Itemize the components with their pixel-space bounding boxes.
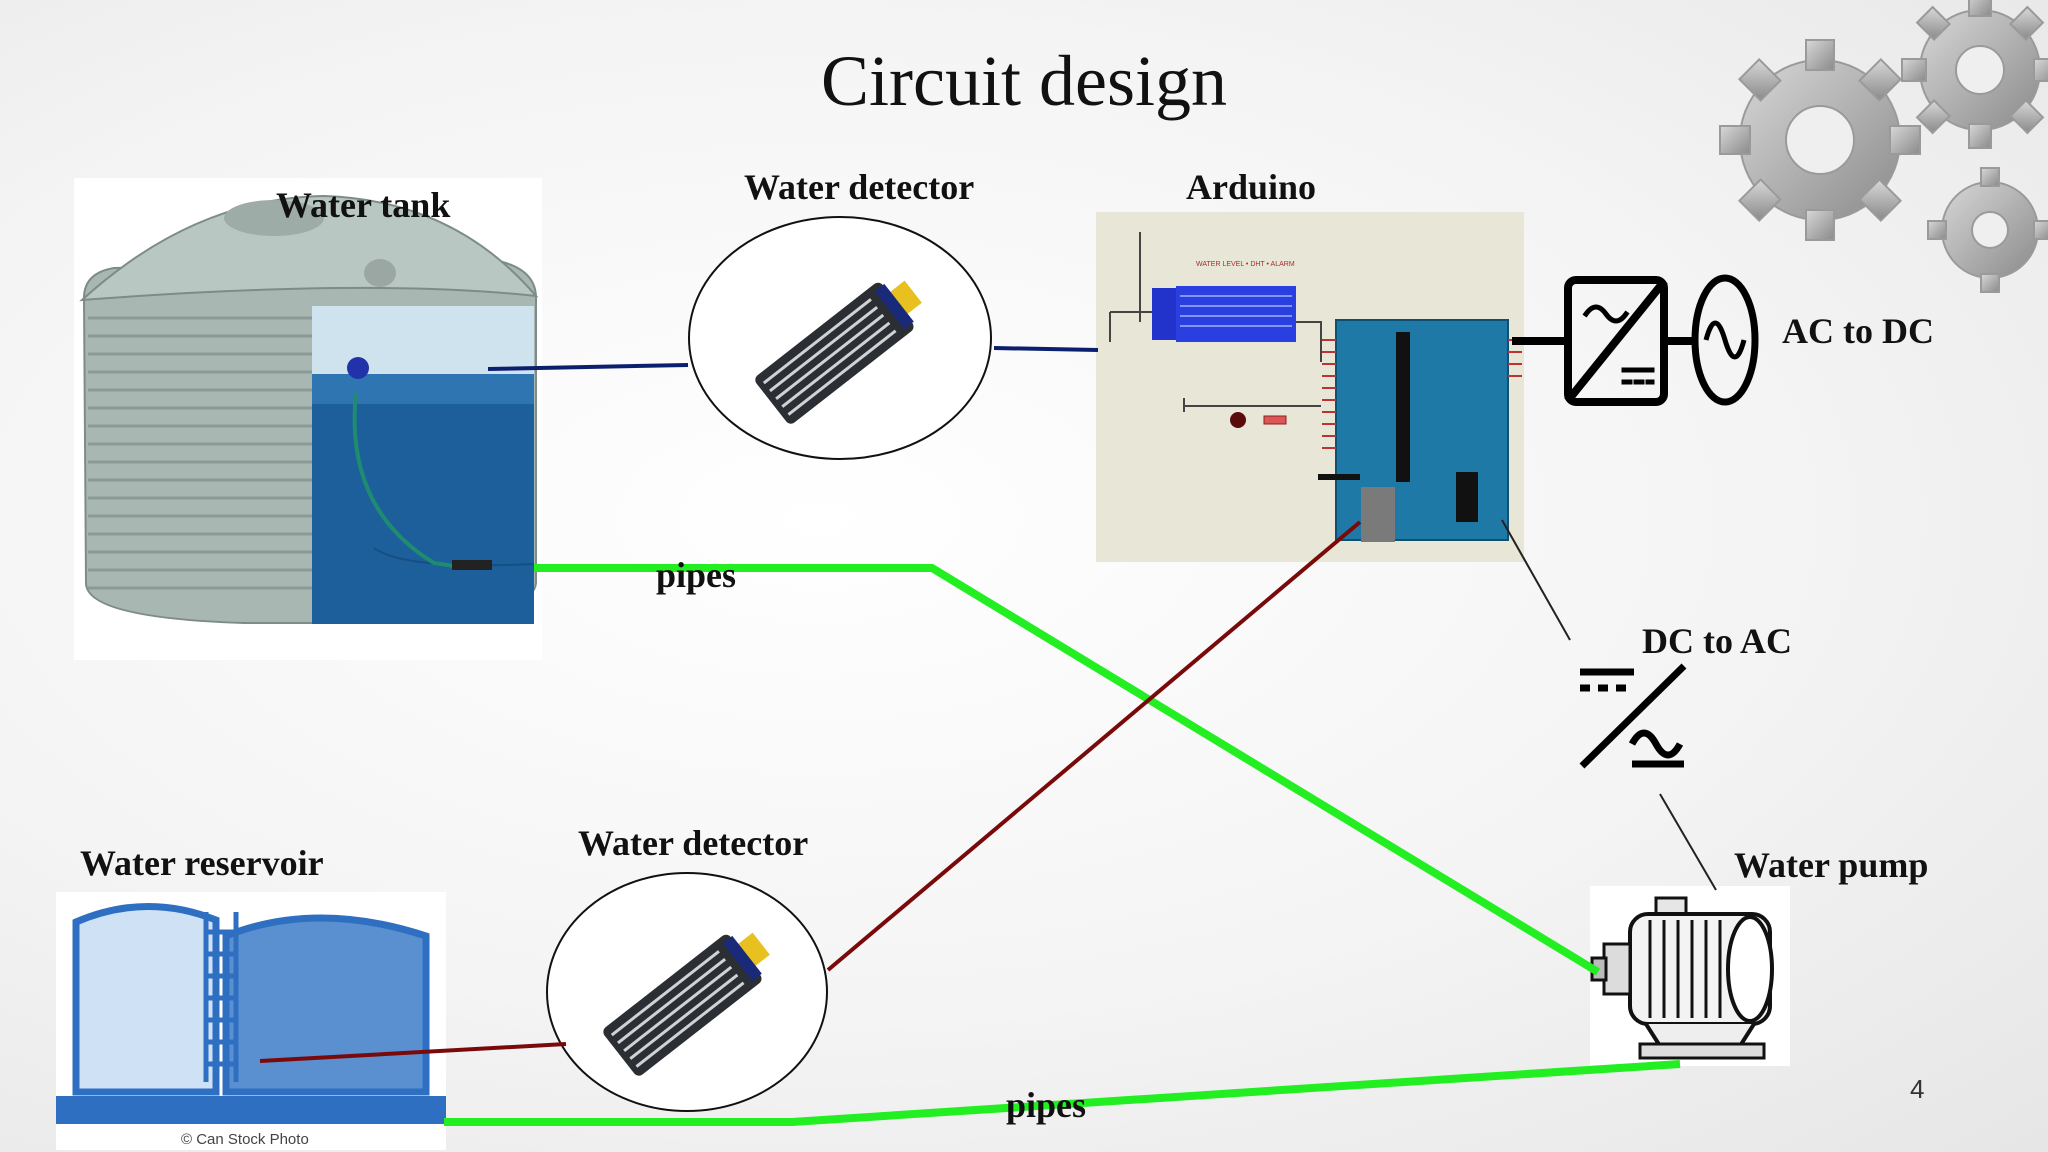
pipe-reservoir-to-pump: [444, 1060, 1681, 1126]
wire-arduino-to-inverter: [1501, 519, 1571, 641]
label-water-detector-top: Water detector: [744, 167, 975, 207]
label-arduino: Arduino: [1186, 167, 1317, 207]
water-sensor-icon: [688, 216, 992, 460]
slide-title: Circuit design: [821, 41, 1227, 121]
watermark-text: © Can Stock Photo: [181, 1131, 309, 1148]
page-number: 4: [1910, 1074, 1925, 1104]
ac-source-icon: [1691, 274, 1759, 406]
ac-dc-converter-icon: [1512, 276, 1694, 406]
label-dc-to-ac: DC to AC: [1642, 621, 1792, 661]
wire-detector-to-arduino: [993, 346, 1099, 352]
wire-detector-to-reservoir: [259, 1042, 567, 1063]
label-water-tank: Water tank: [276, 185, 451, 225]
wire-arduino-to-detector: [826, 520, 1362, 972]
water-sensor-icon: [546, 872, 828, 1112]
gears-icon: [1719, 0, 2048, 293]
svg-text:WATER LEVEL • DHT • ALARM: WATER LEVEL • DHT • ALARM: [1196, 261, 1295, 268]
label-pipes-bottom: pipes: [1006, 1085, 1087, 1125]
dc-ac-inverter-icon: [1579, 663, 1687, 769]
label-water-reservoir: Water reservoir: [80, 843, 324, 883]
pipe-tank-to-pump: [534, 564, 1601, 976]
label-ac-to-dc: AC to DC: [1782, 311, 1934, 351]
label-pipes-top: pipes: [656, 555, 737, 595]
wire-inverter-to-pump: [1659, 793, 1717, 891]
water-reservoir-icon: © Can Stock Photo: [56, 892, 446, 1150]
arduino-schematic-icon: WATER LEVEL • DHT • ALARM: [1096, 212, 1524, 562]
label-water-pump: Water pump: [1734, 845, 1929, 885]
wire-tank-to-detector: [487, 363, 689, 371]
label-water-detector-bottom: Water detector: [578, 823, 809, 863]
water-tank-icon: [74, 178, 542, 660]
